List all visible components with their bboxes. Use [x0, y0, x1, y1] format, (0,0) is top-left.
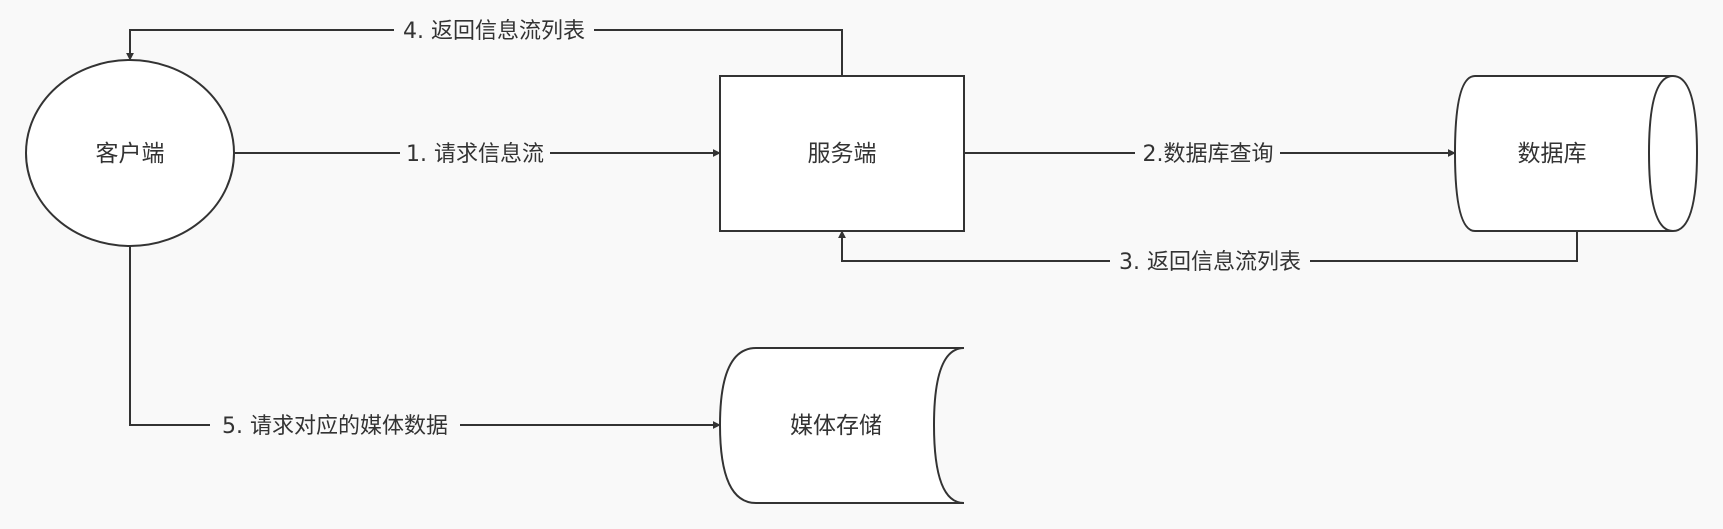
edge-step2-label-bg: [1135, 139, 1280, 169]
client-label: 客户端: [96, 141, 165, 167]
edge-step3-label-bg: [1110, 247, 1310, 277]
edge-step2-label: 2.数据库查询: [1143, 142, 1274, 167]
edge-step1: 1. 请求信息流: [234, 139, 721, 169]
client-ellipse: [25, 59, 235, 247]
media-storage-node: 媒体存储: [718, 347, 965, 504]
database-node: 数据库: [1453, 75, 1699, 232]
media-storage-shape: [718, 347, 965, 504]
server-label: 服务端: [808, 141, 877, 167]
edge-step3: 3. 返回信息流列表: [838, 230, 1578, 277]
server-rect: [719, 75, 965, 232]
client-node: 客户端: [25, 59, 235, 247]
server-node: 服务端: [719, 75, 965, 232]
database-label: 数据库: [1518, 141, 1587, 167]
edge-step4-label-bg: [394, 16, 594, 46]
edge-step5-line: [129, 246, 721, 429]
media-storage-label: 媒体存储: [790, 413, 882, 439]
edge-step5-label: 5. 请求对应的媒体数据: [222, 414, 448, 439]
edge-step3-label: 3. 返回信息流列表: [1119, 250, 1301, 275]
edge-step4-label: 4. 返回信息流列表: [403, 19, 585, 44]
edge-step4: 4. 返回信息流列表: [126, 16, 843, 76]
edge-step5: 5. 请求对应的媒体数据: [129, 246, 721, 441]
edge-step2: 2.数据库查询: [964, 139, 1456, 169]
database-cylinder-edge: [1647, 75, 1674, 232]
edge-step5-label-bg: [210, 411, 460, 441]
edge-step1-label: 1. 请求信息流: [406, 142, 544, 167]
edge-step1-label-bg: [400, 139, 550, 169]
